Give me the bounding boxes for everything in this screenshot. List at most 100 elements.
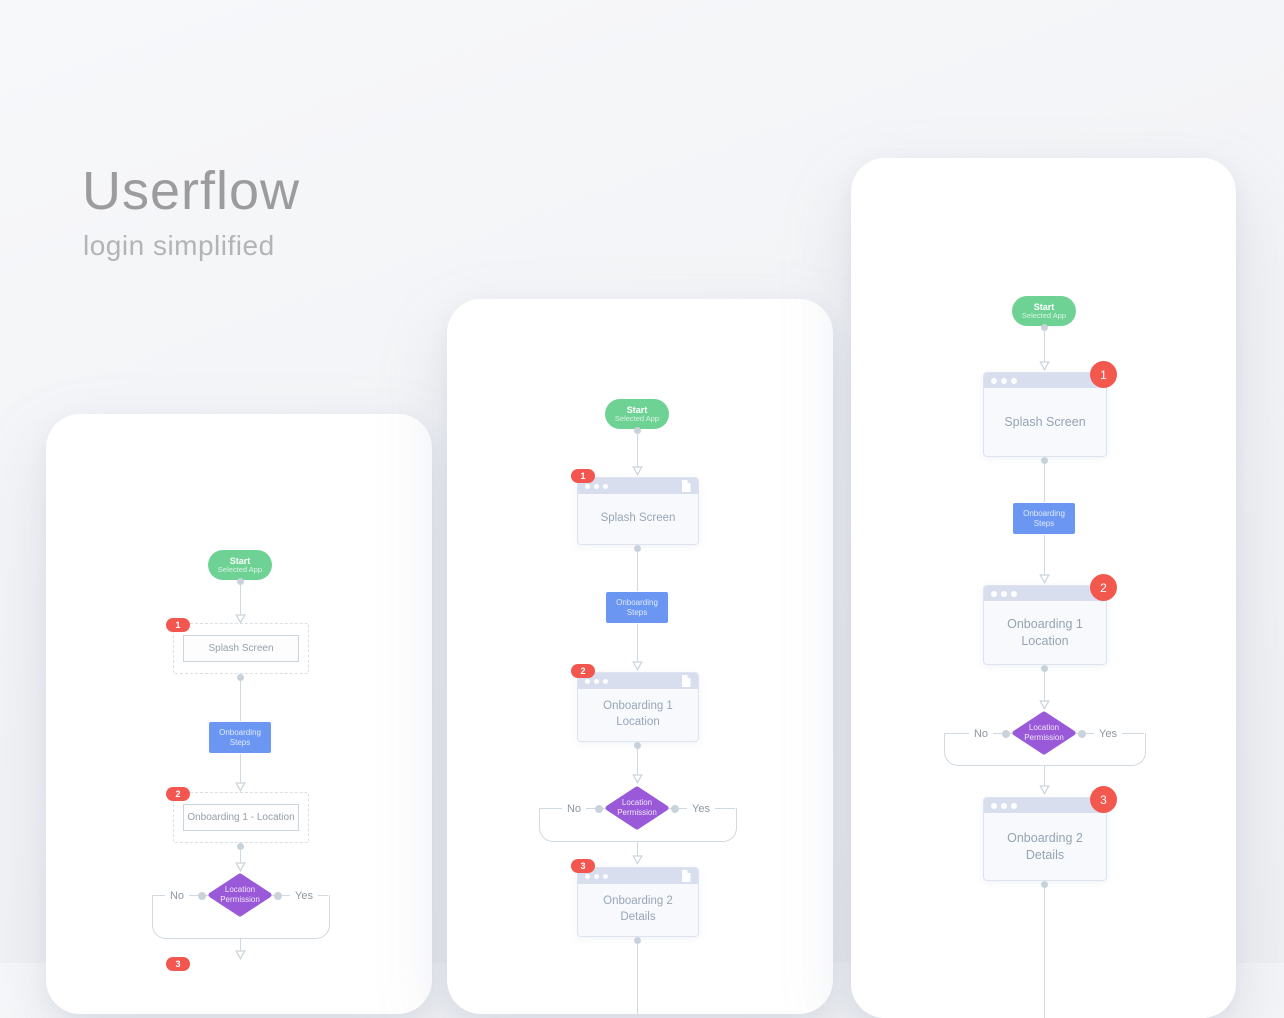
process-label: Onboarding [219,727,261,737]
step-badge: 2 [571,664,595,678]
window-dots-icon [585,873,608,879]
step-badge: 2 [1090,574,1117,601]
screen-label: Onboarding 1 Location [1007,616,1083,648]
connector [234,754,246,792]
connector [1038,535,1050,584]
arrow-down-icon [1038,785,1050,795]
screen-onboarding2: 3 Onboarding 2 Details [983,786,1117,881]
diamond-shape [208,873,272,917]
decision-label: Permission [617,808,657,817]
decision-label: Location [621,798,653,807]
browser-header [984,586,1106,601]
window-dots-icon [991,377,1017,384]
connector [631,545,643,591]
page-title: Userflow [82,161,301,221]
connector [1038,324,1050,371]
step-badge: 3 [571,859,595,873]
screen-label: Onboarding 1 Location [603,700,673,728]
connector-dot [236,843,244,850]
connector-dot [1040,665,1048,672]
page-icon [681,870,691,882]
screen-label: Onboarding 1 - Location [183,804,299,831]
screen-label: Onboarding 2 Details [603,895,673,923]
process-label: Onboarding [616,597,658,607]
step-badge: 2 [166,787,190,801]
connector-dot [198,892,206,900]
browser-header [984,798,1106,813]
page-subtitle: login simplified [83,230,275,261]
process-onboarding-steps: Onboarding Steps [1013,503,1075,534]
connector [1038,765,1050,795]
page-icon [681,675,691,687]
connector [631,624,643,671]
start-sublabel: Selected App [217,564,263,574]
screen-onboarding1: 2 Onboarding 1 Location [983,574,1117,665]
decision-location-permission: Location Permission [208,873,272,917]
branch-no-label: No [164,890,190,902]
browser-header [578,673,698,689]
arrow-down-icon [234,782,246,792]
screen-label: Splash Screen [1004,414,1086,429]
branch-yes-label: Yes [290,890,318,902]
connector-dot [633,742,641,749]
step-badge: 3 [166,957,190,971]
branch-yes-label: Yes [1094,728,1122,740]
start-label: Start [626,404,648,415]
connector [1038,881,1050,1018]
process-onboarding-steps: Onboarding Steps [209,722,271,753]
page-heading: Userflow login simplified [82,160,300,262]
screen-label: Splash Screen [183,635,299,662]
connector [631,427,643,476]
decision-label: Location [1028,723,1060,732]
connector-dot [236,674,244,681]
browser-header [578,868,698,884]
arrow-down-icon [234,950,246,960]
arrow-down-icon [1038,700,1050,710]
branch-no-label: No [561,803,587,815]
screen-onboarding1: 2 Onboarding 1 Location [571,664,699,742]
connector-dot [633,545,641,552]
connector-dot [1040,881,1048,888]
window-dots-icon [991,590,1017,597]
arrow-down-icon [1038,361,1050,371]
diamond-shape [605,786,669,830]
arrow-down-icon [631,774,643,784]
connector [234,938,246,960]
connector-dot [274,892,282,900]
page-icon [681,480,691,492]
screen-splash: 1 Splash Screen [166,618,309,674]
arrow-down-icon [631,855,643,865]
branch-loop [944,733,1146,766]
connector [234,843,246,872]
decision-label: Location [224,885,256,894]
start-label: Start [229,555,251,566]
process-label: Steps [1033,518,1055,528]
window-dots-icon [585,483,608,489]
window-dots-icon [585,678,608,684]
screen-splash: 1 Splash Screen [571,469,699,545]
arrow-down-icon [631,661,643,671]
screen-onboarding2: 3 Onboarding 2 Details [571,859,699,937]
start-node: Start Selected App [605,399,669,429]
step-badge: 1 [571,469,595,483]
arrow-down-icon [631,466,643,476]
process-label: Steps [626,607,648,617]
connector [1038,665,1050,710]
step-badge: 3 [1090,786,1117,813]
process-onboarding-steps: Onboarding Steps [606,592,668,623]
connector [234,578,246,624]
arrow-down-icon [1038,574,1050,584]
screen-label: Onboarding 2 Details [1007,830,1083,862]
arrow-down-icon [234,614,246,624]
connector-dot [1040,324,1048,331]
branch-yes-label: Yes [687,803,715,815]
arrow-down-icon [234,862,246,872]
connector-dot [1002,730,1010,738]
step-badge: 1 [1090,361,1117,388]
process-label: Steps [229,737,251,747]
diamond-shape [1012,711,1076,755]
screen-onboarding1: 2 Onboarding 1 - Location [166,787,309,843]
start-node: Start Selected App [208,550,272,580]
decision-location-permission: Location Permission [605,786,669,830]
branch-loop [152,895,330,939]
